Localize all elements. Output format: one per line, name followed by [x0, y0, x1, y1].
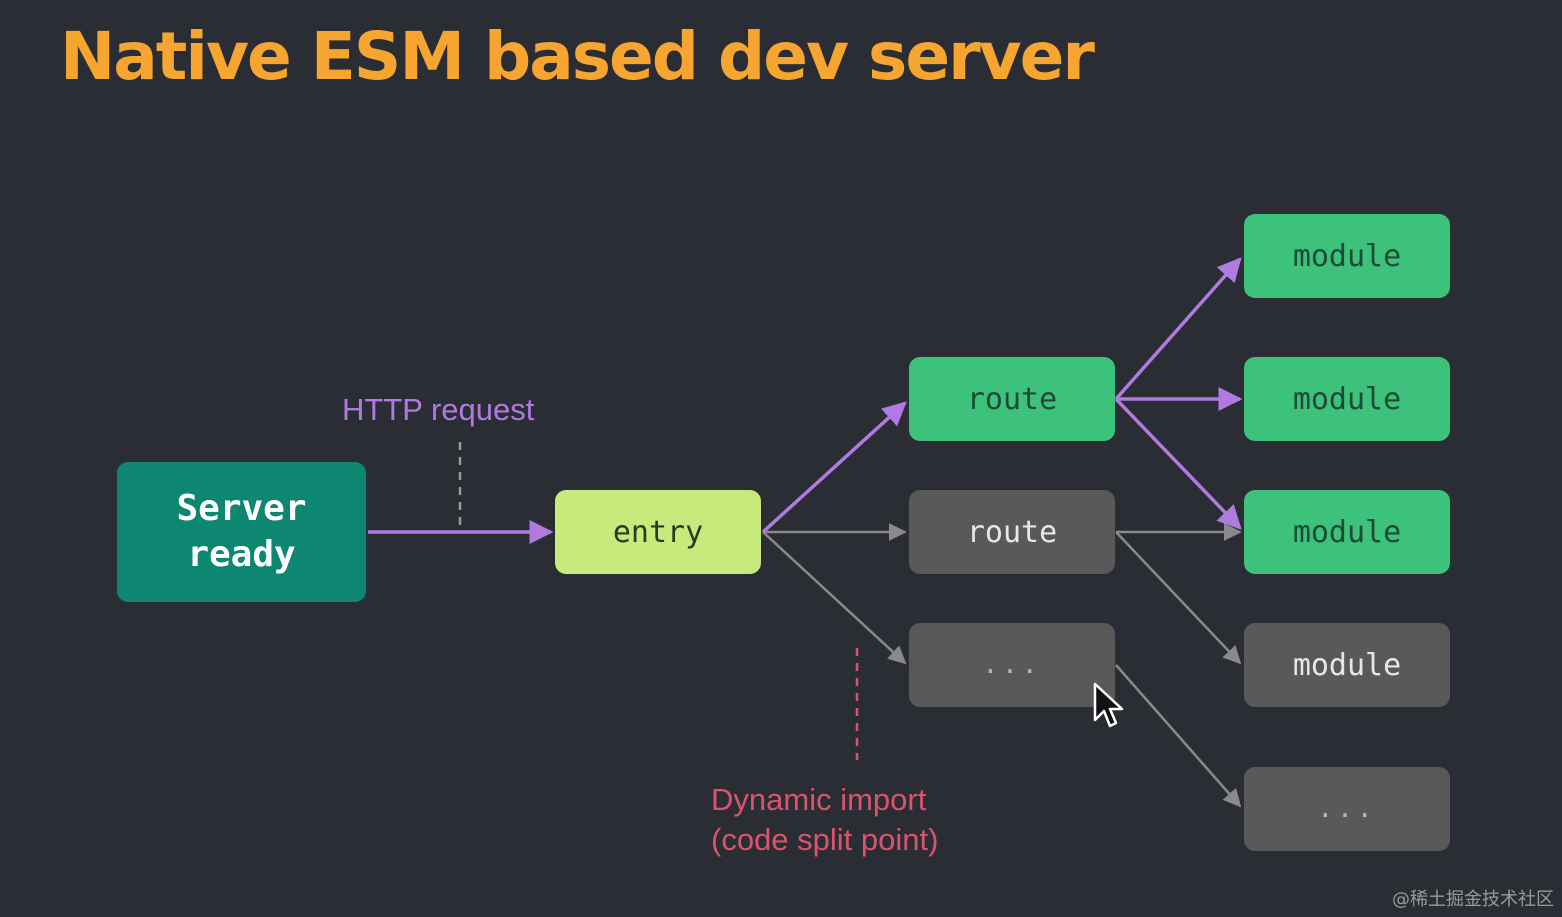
- watermark: @稀土掘金技术社区: [1392, 889, 1554, 910]
- mouse-pointer-icon: [1093, 682, 1124, 728]
- edge-entry-placeholder: [762, 531, 907, 665]
- module-node-2: module: [1244, 357, 1450, 441]
- entry-node: entry: [555, 490, 761, 574]
- http-request-label: HTTP request: [342, 392, 535, 427]
- server-ready-node: Server ready: [117, 462, 366, 602]
- edge-route-active-module-3: [1114, 397, 1242, 530]
- placeholder-label: ...: [982, 650, 1042, 680]
- server-ready-line-2: ready: [187, 534, 296, 575]
- route-label: route: [966, 514, 1058, 550]
- dynamic-import-line-2: (code split point): [711, 822, 939, 857]
- entry-label: entry: [612, 514, 704, 550]
- route-placeholder-node: ...: [909, 623, 1115, 707]
- module-node-4: module: [1244, 623, 1450, 707]
- dynamic-import-line-1: Dynamic import: [711, 782, 927, 817]
- module-node-1: module: [1244, 214, 1450, 298]
- module-label: module: [1292, 514, 1402, 550]
- route-label: route: [966, 381, 1058, 417]
- page-title: Native ESM based dev server: [60, 18, 1095, 95]
- edge-placeholder-module-placeholder: [1115, 664, 1242, 808]
- placeholder-label: ...: [1317, 794, 1377, 824]
- route-node-inactive: route: [909, 490, 1115, 574]
- module-placeholder-node: ...: [1244, 767, 1450, 851]
- module-label: module: [1292, 381, 1402, 417]
- module-label: module: [1292, 238, 1402, 274]
- server-ready-line-1: Server: [176, 488, 307, 529]
- edge-route-inactive-module-4: [1115, 531, 1242, 665]
- edge-entry-route-active: [761, 401, 907, 534]
- dynamic-import-label: Dynamic import (code split point): [711, 780, 938, 860]
- module-label: module: [1292, 647, 1402, 683]
- edge-route-active-module-1: [1114, 257, 1242, 401]
- route-node-active: route: [909, 357, 1115, 441]
- module-node-3: module: [1244, 490, 1450, 574]
